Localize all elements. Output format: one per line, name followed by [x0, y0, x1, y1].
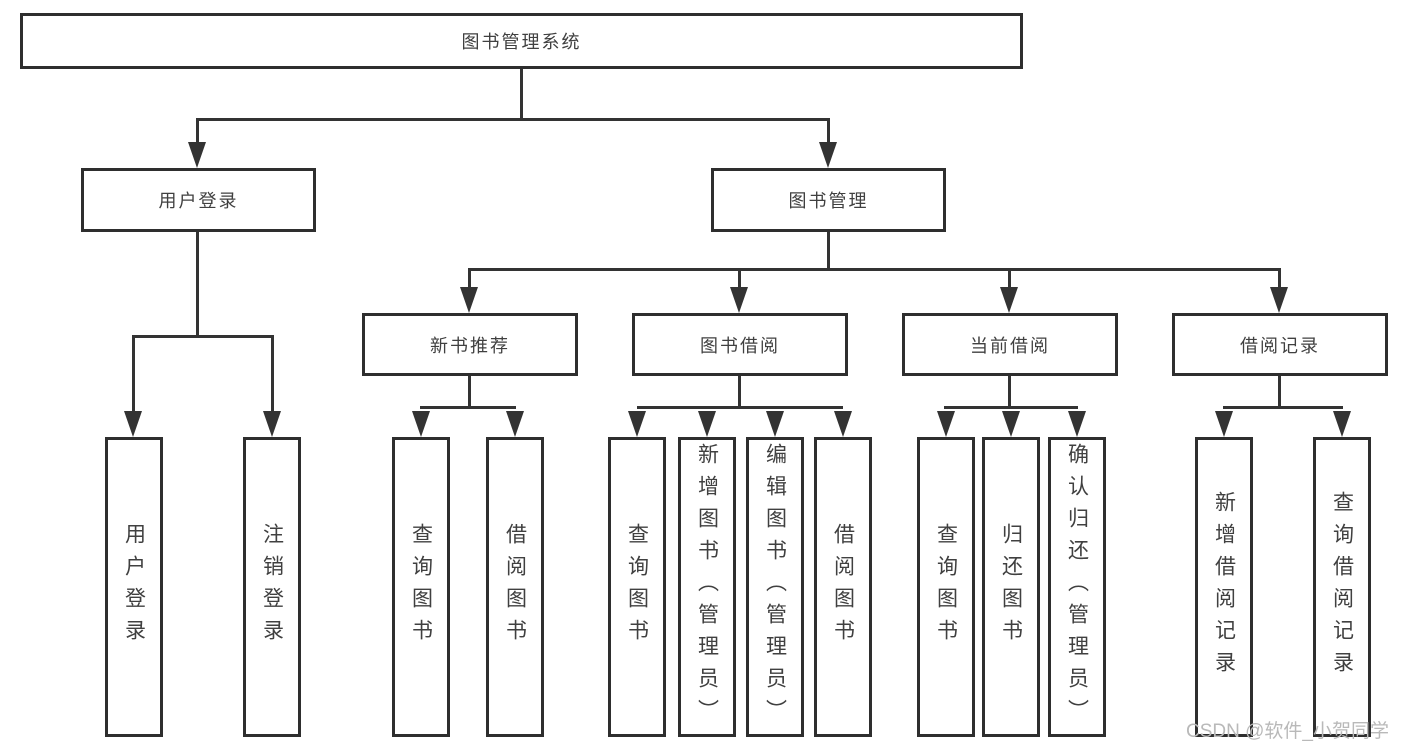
connector-line: [1008, 376, 1011, 409]
leaf-borrowing-borrow-books-label: 借阅图书: [831, 523, 855, 651]
connector-line: [133, 335, 274, 338]
leaf-borrowing-add-books-admin-label: 新增图书（管理员）: [695, 443, 719, 731]
connector-line: [520, 69, 523, 119]
node-borrowing-records-label: 借阅记录: [1240, 335, 1320, 356]
connector-arrow: [628, 411, 646, 437]
connector-arrow: [1270, 287, 1288, 313]
connector-arrow: [937, 411, 955, 437]
node-borrowing-records: 借阅记录: [1172, 313, 1388, 376]
node-book-management-label: 图书管理: [788, 191, 869, 211]
leaf-current-query-books: 查询图书: [917, 437, 975, 737]
connector-line: [827, 232, 830, 270]
connector-line: [738, 268, 741, 290]
node-book-management: 图书管理: [711, 168, 946, 232]
leaf-borrowing-borrow-books: 借阅图书: [814, 437, 872, 737]
connector-line: [468, 268, 471, 290]
leaf-logout-label: 注销登录: [260, 523, 284, 651]
connector-line: [1278, 268, 1281, 290]
connector-arrow: [1215, 411, 1233, 437]
connector-arrow: [412, 411, 430, 437]
connector-arrow: [1068, 411, 1086, 437]
leaf-records-add-borrow-record-label: 新增借阅记录: [1212, 491, 1236, 683]
leaf-borrowing-query-books: 查询图书: [608, 437, 666, 737]
csdn-watermark: CSDN @软件_小贺同学: [1186, 721, 1389, 742]
connector-arrow: [1002, 411, 1020, 437]
node-book-borrowing: 图书借阅: [632, 313, 848, 376]
leaf-borrowing-edit-books-admin: 编辑图书（管理员）: [746, 437, 804, 737]
connector-arrow: [506, 411, 524, 437]
node-root: 图书管理系统: [20, 13, 1023, 69]
connector-line: [196, 118, 199, 146]
leaf-current-confirm-return-admin-label: 确认归还（管理员）: [1065, 443, 1089, 731]
connector-line: [637, 406, 843, 409]
connector-line: [827, 118, 830, 146]
leaf-recommend-borrow-books: 借阅图书: [486, 437, 544, 737]
node-book-borrowing-label: 图书借阅: [700, 335, 780, 356]
leaf-records-query-borrow-record-label: 查询借阅记录: [1330, 491, 1354, 683]
node-root-label: 图书管理系统: [461, 32, 582, 52]
leaf-recommend-borrow-books-label: 借阅图书: [503, 523, 527, 651]
leaf-current-return-books: 归还图书: [982, 437, 1040, 737]
connector-arrow: [460, 287, 478, 313]
leaf-borrowing-add-books-admin: 新增图书（管理员）: [678, 437, 736, 737]
connector-line: [1223, 406, 1343, 409]
connector-line: [738, 376, 741, 409]
connector-line: [468, 376, 471, 409]
leaf-current-confirm-return-admin: 确认归还（管理员）: [1048, 437, 1106, 737]
connector-line: [420, 406, 516, 409]
connector-line: [132, 335, 135, 413]
leaf-records-query-borrow-record: 查询借阅记录: [1313, 437, 1371, 737]
connector-arrow: [124, 411, 142, 437]
leaf-user-login-label: 用户登录: [122, 523, 146, 651]
leaf-recommend-query-books: 查询图书: [392, 437, 450, 737]
connector-arrow: [819, 142, 837, 168]
leaf-user-login: 用户登录: [105, 437, 163, 737]
connector-line: [196, 232, 199, 338]
leaf-current-return-books-label: 归还图书: [999, 523, 1023, 651]
connector-line: [1278, 376, 1281, 409]
connector-line: [271, 335, 274, 413]
node-current-borrowing-label: 当前借阅: [970, 335, 1050, 356]
connector-arrow: [1000, 287, 1018, 313]
leaf-records-add-borrow-record: 新增借阅记录: [1195, 437, 1253, 737]
connector-line: [469, 268, 1281, 271]
connector-arrow: [730, 287, 748, 313]
node-user-login: 用户登录: [81, 168, 316, 232]
node-current-borrowing: 当前借阅: [902, 313, 1118, 376]
node-new-book-recommendation-label: 新书推荐: [430, 335, 510, 356]
leaf-borrowing-query-books-label: 查询图书: [625, 523, 649, 651]
leaf-recommend-query-books-label: 查询图书: [409, 523, 433, 651]
connector-arrow: [188, 142, 206, 168]
connector-arrow: [766, 411, 784, 437]
connector-line: [944, 406, 1078, 409]
connector-arrow: [263, 411, 281, 437]
leaf-borrowing-edit-books-admin-label: 编辑图书（管理员）: [763, 443, 787, 731]
node-user-login-label: 用户登录: [158, 191, 239, 211]
connector-arrow: [1333, 411, 1351, 437]
connector-line: [1008, 268, 1011, 290]
connector-arrow: [834, 411, 852, 437]
leaf-logout: 注销登录: [243, 437, 301, 737]
connector-line: [197, 118, 830, 121]
leaf-current-query-books-label: 查询图书: [934, 523, 958, 651]
connector-arrow: [698, 411, 716, 437]
node-new-book-recommendation: 新书推荐: [362, 313, 578, 376]
